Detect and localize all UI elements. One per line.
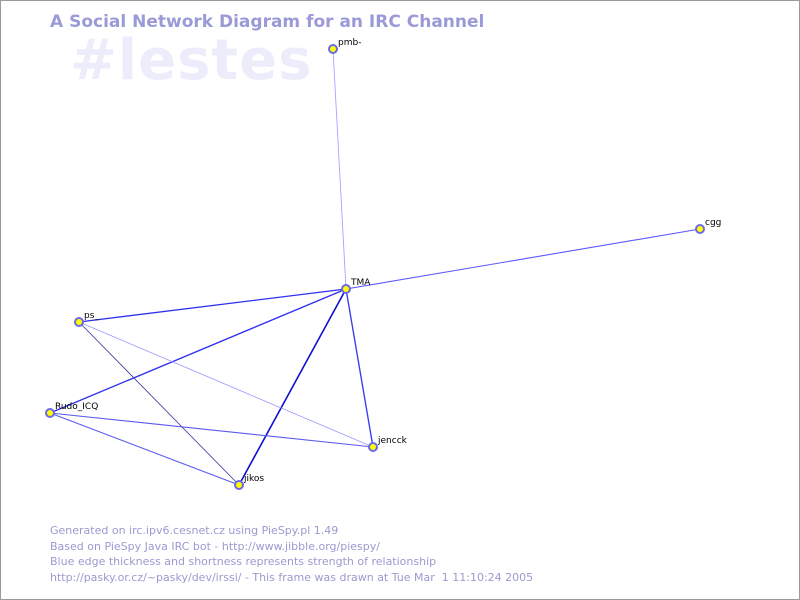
edge-pmb--TMA	[332, 48, 347, 290]
footer-timestamp: http://pasky.or.cz/~pasky/dev/irssi/ - T…	[50, 570, 534, 584]
node-label: jikos	[243, 474, 264, 484]
edge-cgg-TMA	[345, 228, 701, 290]
edge-Rudo_ICQ-jencck	[49, 412, 374, 448]
node-cgg	[695, 224, 705, 234]
edge-TMA-jikos	[238, 288, 347, 486]
node-ps_	[74, 317, 84, 327]
node-label: TMA	[350, 278, 371, 288]
footer-generated: Generated on irc.ipv6.cesnet.cz using Pi…	[50, 524, 339, 537]
edge-TMA-ps_	[78, 288, 347, 323]
node-jikos	[234, 480, 244, 490]
node-pmb-	[328, 44, 338, 54]
node-Rudo_ICQ	[45, 408, 55, 418]
node-jencck	[368, 442, 378, 452]
node-label: Rudo_ICQ	[55, 402, 98, 412]
edge-TMA-Rudo_ICQ	[49, 288, 347, 414]
node-label: cgg	[705, 218, 721, 228]
node-TMA	[341, 284, 351, 294]
footer-based-on: Based on PieSpy Java IRC bot - http://ww…	[50, 539, 380, 553]
edge-Rudo_ICQ-jikos	[49, 412, 240, 486]
channel-watermark: #lestes	[70, 28, 313, 93]
node-label: jencck	[377, 436, 408, 446]
diagram-title: A Social Network Diagram for an IRC Chan…	[50, 12, 485, 32]
edge-TMA-jencck	[345, 288, 374, 448]
node-label: pmb-	[338, 38, 361, 48]
edge-ps_-jencck	[78, 321, 374, 448]
node-label: ps_	[84, 311, 99, 321]
footer: Generated on irc.ipv6.cesnet.cz using Pi…	[50, 523, 533, 585]
edge-ps_-jikos	[78, 321, 240, 486]
footer-legend: Blue edge thickness and shortness repres…	[50, 555, 437, 568]
